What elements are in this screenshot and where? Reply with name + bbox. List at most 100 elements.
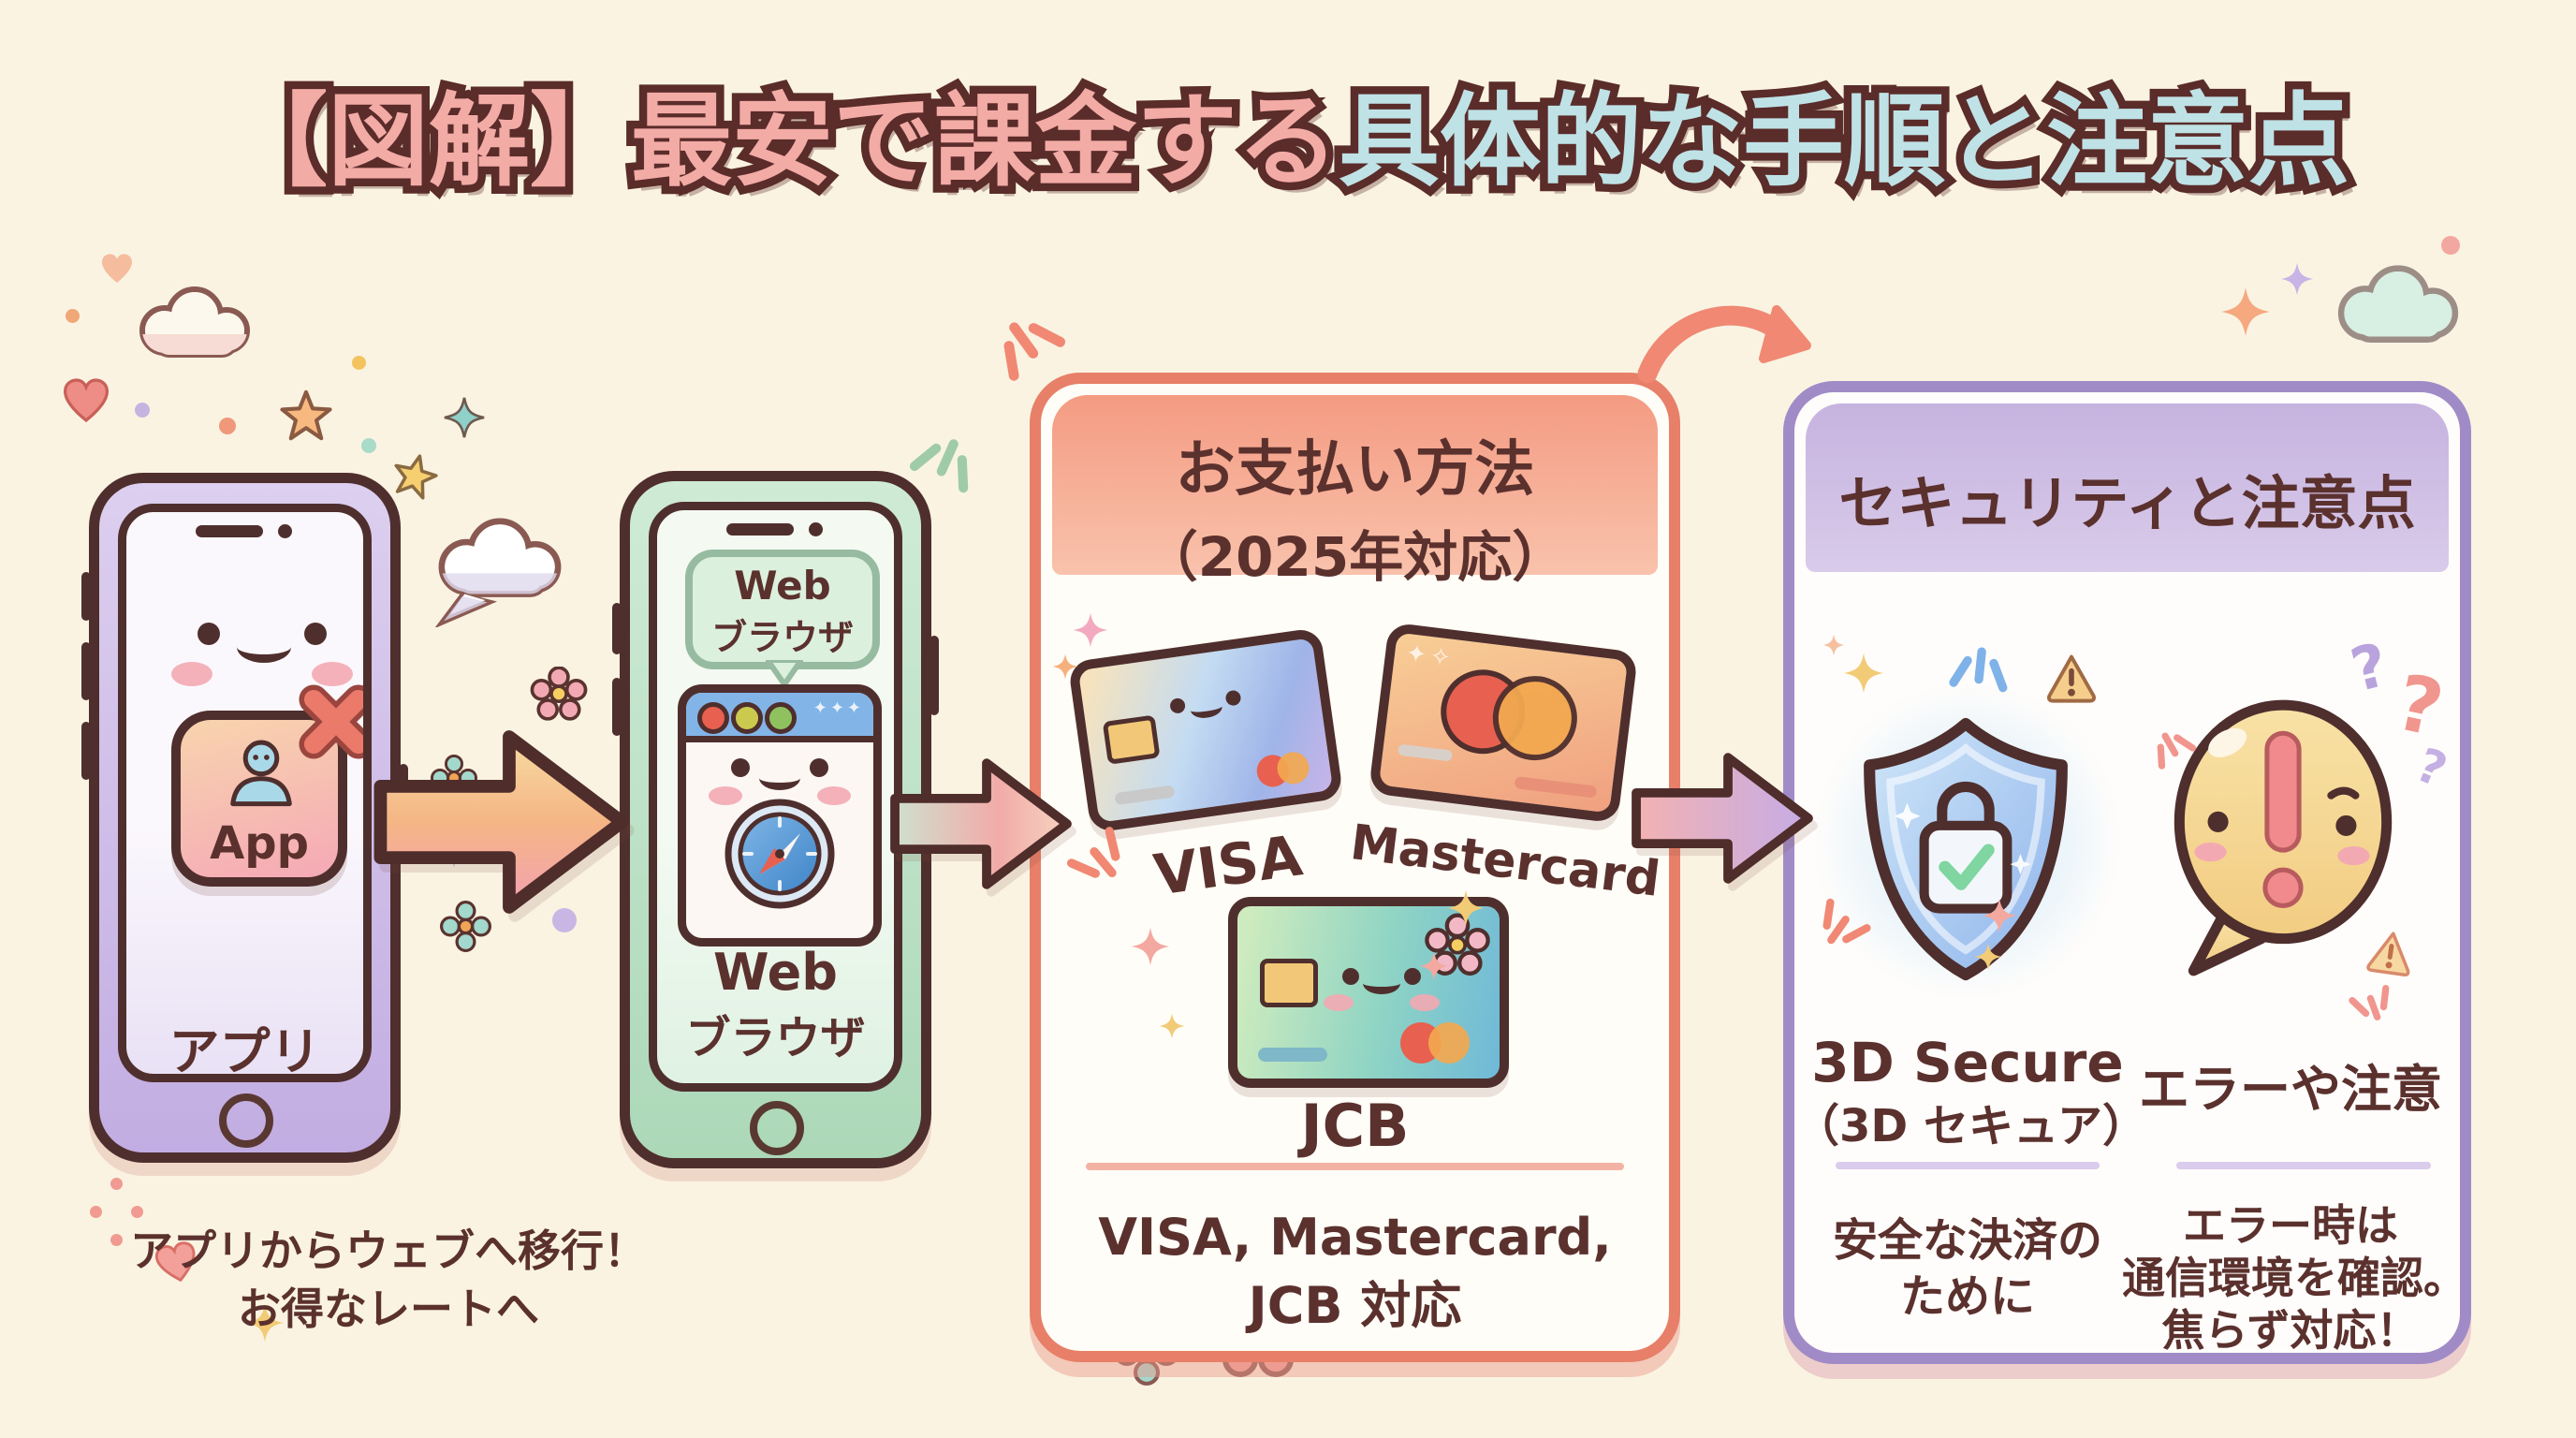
card-chip-icon — [1260, 959, 1318, 1007]
face-cheek — [1324, 994, 1354, 1011]
face-cheek — [171, 662, 212, 686]
x-mark-icon — [299, 684, 363, 759]
warning-bubble-icon — [2174, 699, 2393, 976]
flower-icon — [530, 667, 588, 721]
jcb-card — [1228, 897, 1509, 1088]
flow-arrow-app-to-web — [373, 730, 629, 914]
app-phone: App アプリ — [81, 473, 408, 1163]
toolbar-sparkles-icon: ✦✦✦ — [812, 698, 864, 718]
dot-decoration — [2441, 236, 2460, 255]
dot-decoration — [135, 403, 150, 418]
payments-note: VISA, Mastercard, — [1098, 1208, 1612, 1267]
emphasis-dashes-icon — [2157, 732, 2197, 770]
secure-label: （3D セキュア） — [1794, 1100, 2147, 1152]
error-note: 焦らず対応！ — [2161, 1305, 2420, 1356]
divider — [2176, 1162, 2431, 1169]
flower-icon — [440, 901, 491, 952]
phone-side-button — [81, 642, 91, 700]
sparkle-icon — [1131, 927, 1170, 966]
emphasis-dashes-icon — [1949, 647, 2008, 693]
heart-icon — [102, 254, 132, 283]
sparkle-icon — [1822, 634, 1845, 656]
face-eye — [1342, 968, 1359, 985]
app-phone-screen: App アプリ — [118, 504, 372, 1082]
browser-zoom-dot — [765, 702, 797, 734]
payments-panel-title: （2025年対応） — [1143, 525, 1567, 589]
face-cheek — [1410, 994, 1440, 1011]
browser-minimize-dot — [731, 702, 763, 734]
error-note: 通信環境を確認。 — [2122, 1253, 2466, 1303]
card-stripe — [1258, 1048, 1327, 1062]
payments-note: JCB 対応 — [1248, 1276, 1462, 1335]
question-mark-icon: ? — [2388, 658, 2451, 755]
payments-panel-title: お支払い方法 — [1175, 435, 1535, 505]
sparkle-icon — [2280, 262, 2314, 296]
home-button — [219, 1093, 273, 1148]
phone-camera-dot — [278, 524, 292, 538]
face-smile — [1363, 968, 1400, 994]
divider — [1086, 1163, 1624, 1170]
flow-arrow-payment-to-security — [1632, 753, 1813, 884]
divider — [1836, 1162, 2100, 1169]
bubble-tail-icon — [766, 660, 803, 686]
app-phone-caption: アプリ — [168, 1022, 321, 1081]
face-eye — [1404, 968, 1421, 985]
web-phone: Web ブラウザ ✦✦✦ — [612, 471, 939, 1168]
face-cheek — [817, 786, 851, 805]
secure-note: ために — [1899, 1270, 2035, 1323]
face-eye — [731, 758, 750, 777]
visa-card — [1067, 626, 1344, 834]
payments-panel-header: お支払い方法 （2025年対応） — [1052, 395, 1658, 589]
secure-label: 3D Secure — [1811, 1031, 2124, 1094]
flow-note: お得なレートへ — [238, 1284, 539, 1334]
shield-icon — [1864, 717, 2068, 981]
page-title-highlight: 【図解】最安で課金する 【図解】最安で課金する — [218, 76, 1346, 209]
jcb-card-label: JCB — [1300, 1092, 1410, 1160]
emphasis-dashes-icon — [1003, 322, 1066, 381]
sparkle-icon — [1843, 653, 1884, 694]
sparkle-icon — [1052, 653, 1078, 680]
sakura-icon — [1425, 913, 1490, 976]
phone-camera-dot — [809, 522, 823, 536]
sparkle-icon — [245, 1303, 285, 1343]
page-title-rest: 具体的な手順と注意点 具体的な手順と注意点 — [1330, 76, 2357, 209]
curved-arrow-icon — [1637, 305, 1811, 384]
security-panel-header: セキュリティと注意点 — [1806, 404, 2449, 572]
face-eye — [810, 758, 828, 777]
face-cheek — [709, 786, 742, 805]
web-phone-caption: Web — [713, 943, 838, 1002]
star-icon — [394, 454, 438, 500]
sparkle-icon — [1982, 898, 2017, 933]
card-sparkles-icon: ✦✧ — [1404, 638, 1456, 673]
emphasis-dashes-icon — [909, 439, 969, 493]
web-browser-speech-bubble: Web ブラウザ — [685, 550, 880, 686]
page-title-highlight-outline: 【図解】最安で課金する — [218, 76, 1346, 209]
bubble-text: ブラウザ — [710, 617, 854, 658]
page-title-rest-outline: 具体的な手順と注意点 — [1330, 76, 2357, 209]
error-note: エラー時は — [2183, 1200, 2398, 1251]
browser-window: ✦✦✦ — [678, 684, 882, 946]
bubble-text: Web — [734, 563, 831, 609]
face-eye — [1169, 697, 1187, 714]
emphasis-dashes-icon — [1822, 898, 1871, 945]
browser-close-dot — [697, 702, 729, 734]
compass-icon — [724, 799, 835, 909]
sparkle-icon — [1974, 943, 2002, 971]
face-eye — [304, 623, 327, 645]
cloud-icon — [139, 286, 250, 358]
security-panel: セキュリティと注意点 — [1783, 381, 2471, 1364]
cloud-icon — [2337, 265, 2459, 344]
dot-decoration — [219, 418, 236, 434]
mastercard-card: ✦✧ — [1368, 622, 1639, 824]
card-stripe — [1397, 743, 1453, 762]
phone-notch — [196, 525, 263, 537]
mastercard-card-label: Mastercard — [1347, 814, 1663, 908]
phone-notch — [726, 523, 794, 536]
web-phone-caption: ブラウザ — [685, 1012, 866, 1064]
security-panel-title: セキュリティと注意点 — [1838, 469, 2416, 537]
sparkle-icon — [2221, 287, 2270, 336]
phone-side-button — [929, 636, 939, 715]
phone-side-button — [81, 572, 91, 621]
page-title: 【図解】最安で課金する 【図解】最安で課金する 具体的な手順と注意点 具体的な手… — [0, 76, 2576, 209]
dot-decoration — [110, 1234, 123, 1246]
